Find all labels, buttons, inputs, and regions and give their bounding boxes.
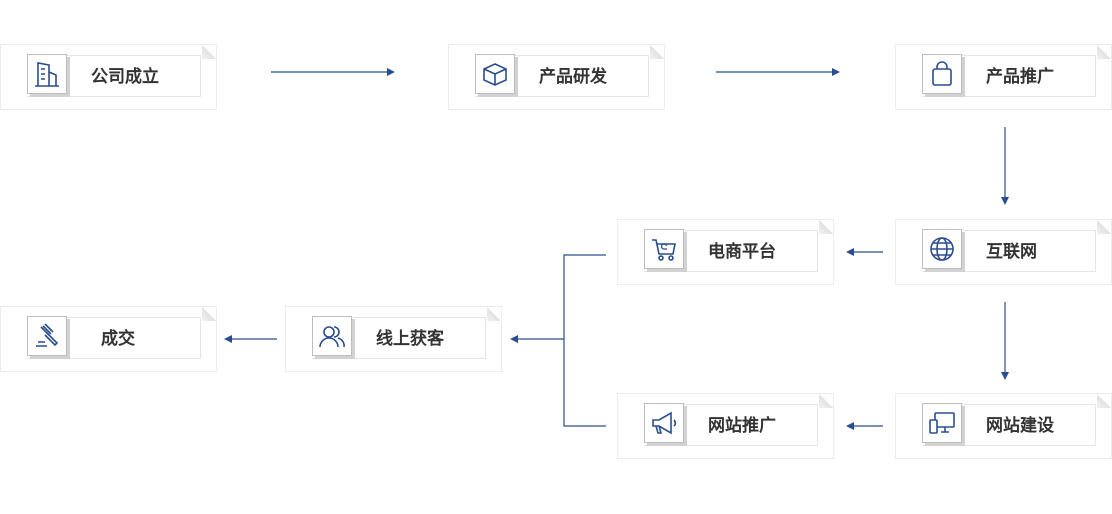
users-icon xyxy=(312,316,352,356)
node-website: 网站建设 xyxy=(895,393,1112,459)
node-label: 产品推广 xyxy=(986,67,1054,87)
devices-icon xyxy=(922,403,962,443)
node-label: 产品研发 xyxy=(539,67,607,87)
node-rnd: 产品研发 xyxy=(448,44,665,110)
bracket-merge-line xyxy=(563,254,606,427)
node-promo: 产品推广 xyxy=(895,44,1112,110)
node-label: 成交 xyxy=(101,329,135,349)
node-label: 线上获客 xyxy=(376,329,444,349)
node-label: 互联网 xyxy=(986,242,1037,262)
node-label: 公司成立 xyxy=(91,67,159,87)
node-label: 电商平台 xyxy=(708,242,776,262)
gavel-icon xyxy=(27,316,67,356)
box-icon xyxy=(475,54,515,94)
megaphone-icon xyxy=(644,403,684,443)
node-company: 公司成立 xyxy=(0,44,217,110)
node-online: 线上获客 xyxy=(285,306,502,372)
building-icon xyxy=(27,54,67,94)
node-label: 网站推广 xyxy=(708,416,776,436)
node-deal: 成交 xyxy=(0,306,217,372)
node-ecommerce: 电商平台 xyxy=(617,219,834,285)
shopping-cart-icon xyxy=(644,229,684,269)
node-webpromo: 网站推广 xyxy=(617,393,834,459)
node-label: 网站建设 xyxy=(986,416,1054,436)
shopping-bag-icon xyxy=(922,54,962,94)
globe-icon xyxy=(922,229,962,269)
node-internet: 互联网 xyxy=(895,219,1112,285)
